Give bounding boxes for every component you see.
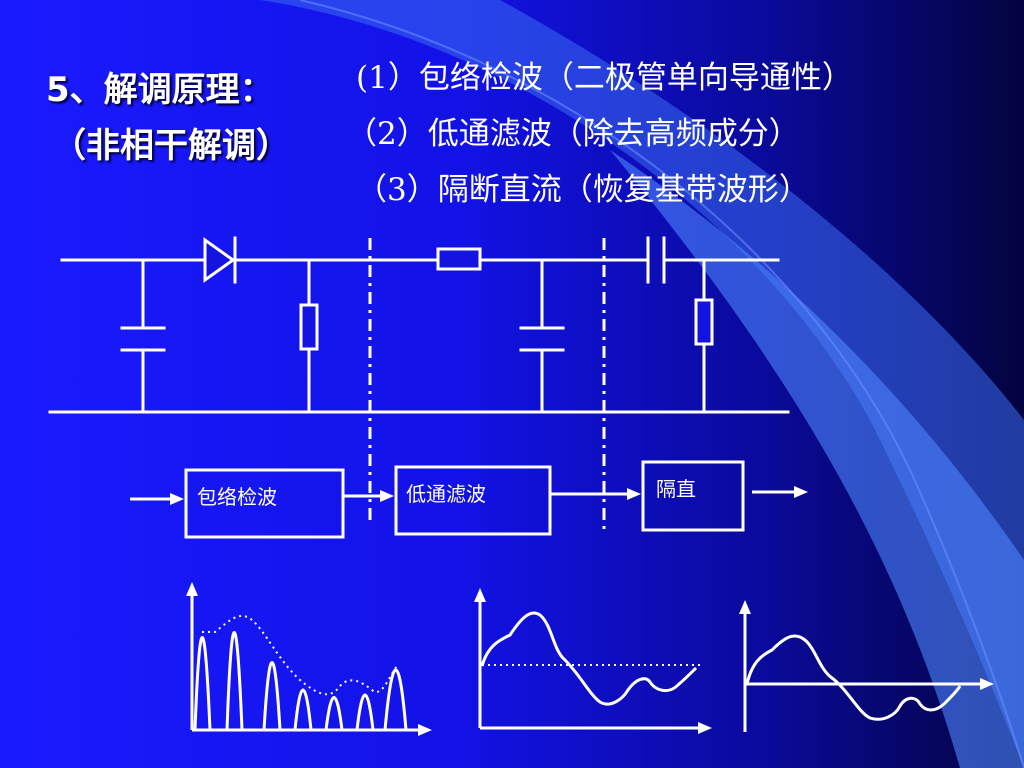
block-envelope-detect	[184, 468, 345, 539]
decorative-arc-line	[299, 0, 1024, 768]
waveform-low-pass	[474, 588, 712, 734]
diode-symbol	[203, 236, 237, 284]
block-label-dc-block: 隔直	[656, 477, 696, 501]
envelope-dotted	[202, 614, 399, 696]
smoothed-signal	[480, 611, 698, 706]
capacitor-2	[519, 258, 565, 414]
series-capacitor	[646, 236, 666, 284]
block-label-envelope-detect: 包络检波	[197, 485, 277, 509]
rectified-pulses	[193, 631, 408, 731]
block-dc-block	[641, 460, 745, 532]
baseband-signal	[745, 634, 962, 721]
point-envelope-detection: (1）包络检波（二极管单向导通性）	[356, 60, 853, 96]
resistor-3	[694, 258, 714, 414]
title-line-2: （非相干解调）	[52, 126, 290, 166]
point-low-pass-filter: （2）低通滤波（除去高频成分）	[346, 116, 800, 152]
block-low-pass	[394, 465, 552, 536]
arrowhead	[627, 488, 641, 500]
decorative-curve-highlight	[610, 150, 1024, 768]
resistor-1	[299, 258, 319, 414]
waveform-dc-blocked	[739, 600, 994, 732]
point-dc-blocking: （3）隔断直流（恢复基带波形）	[356, 172, 810, 208]
block-label-low-pass: 低通滤波	[406, 482, 486, 506]
arrowhead	[170, 493, 184, 505]
waveform-envelope-detect	[186, 582, 432, 736]
arrowhead	[380, 490, 394, 502]
arrowhead	[794, 486, 808, 498]
capacitor-1	[120, 258, 166, 414]
title-line-1: 5、解调原理：	[46, 70, 274, 110]
series-resistor	[436, 247, 482, 271]
